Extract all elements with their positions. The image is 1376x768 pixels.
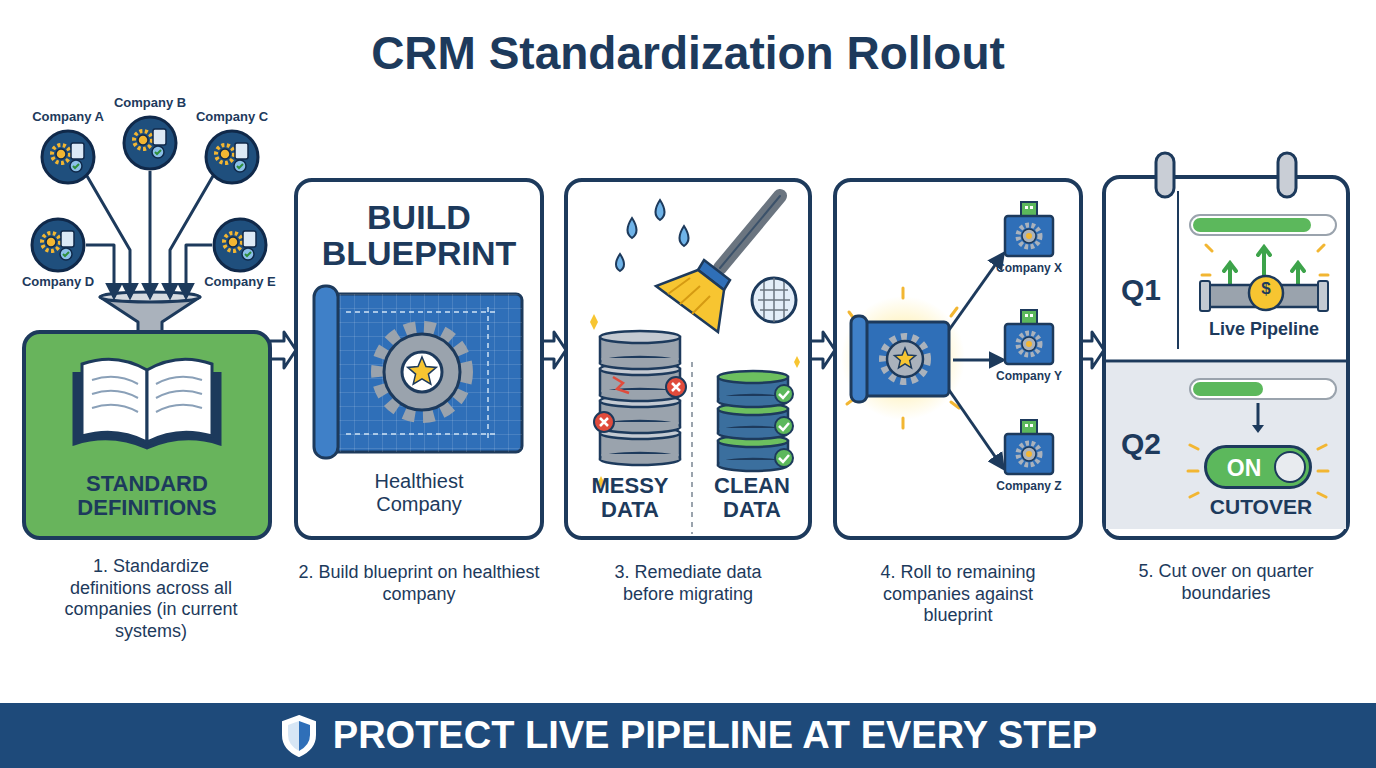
diagram-title: CRM Standardization Rollout bbox=[0, 26, 1376, 80]
step-caption: 5. Cut over on quarter boundaries bbox=[1116, 561, 1336, 604]
company-label: Company B bbox=[100, 96, 200, 111]
company-circle bbox=[204, 129, 260, 185]
merge-arrow bbox=[86, 245, 114, 297]
calendar-panel: Q1Live PipelineQ2CUTOVER5. Cut over on q… bbox=[1102, 175, 1350, 540]
company-node: Company X bbox=[983, 202, 1075, 282]
quarter-label: Q1 bbox=[1110, 273, 1172, 308]
company-icon bbox=[204, 129, 260, 185]
blueprint-icon bbox=[983, 202, 1075, 260]
shield-icon bbox=[279, 713, 319, 759]
company-node: Company D bbox=[8, 217, 108, 293]
merge-arrow bbox=[186, 245, 212, 297]
banner-text: PROTECT LIVE PIPELINE AT EVERY STEP bbox=[333, 714, 1097, 757]
coin-symbol: $ bbox=[1254, 279, 1278, 299]
company-icon bbox=[122, 115, 178, 171]
banner-band: PROTECT LIVE PIPELINE AT EVERY STEP bbox=[0, 703, 1376, 768]
company-icon bbox=[40, 129, 96, 185]
step-caption: 1. Standardize definitions across all co… bbox=[56, 556, 246, 642]
quarter-label: Q2 bbox=[1110, 427, 1172, 462]
company-circle bbox=[40, 129, 96, 185]
step-panel: STANDARD DEFINITIONS1. Standardize defin… bbox=[22, 330, 272, 540]
toggle-label: ON bbox=[1215, 455, 1273, 481]
data-label: MESSY DATA bbox=[572, 474, 688, 522]
panel-heading: STANDARD DEFINITIONS bbox=[36, 472, 258, 520]
merge-arrow bbox=[149, 171, 152, 297]
step-caption: 3. Remediate data before migrating bbox=[588, 562, 788, 605]
company-label: Company X bbox=[983, 262, 1075, 276]
step-panel: MESSY DATACLEAN DATA3. Remediate data be… bbox=[564, 178, 812, 540]
step-panel: BUILD BLUEPRINTHealthiest Company2. Buil… bbox=[294, 178, 544, 540]
blueprint-icon bbox=[983, 310, 1075, 368]
panel-heading: BUILD BLUEPRINT bbox=[306, 200, 532, 271]
company-label: Company C bbox=[182, 110, 282, 125]
step-panel: 4. Roll to remaining companies against b… bbox=[833, 178, 1083, 540]
company-label: Company E bbox=[190, 275, 290, 290]
flow-arrow bbox=[270, 332, 296, 368]
flow-arrow bbox=[542, 332, 566, 368]
panel-subtitle: Healthiest Company bbox=[354, 470, 484, 516]
company-icon bbox=[30, 217, 86, 273]
step-caption: 2. Build blueprint on healthiest company bbox=[298, 562, 540, 605]
panel-subtitle: Live Pipeline bbox=[1182, 319, 1346, 340]
company-node: Company E bbox=[190, 217, 290, 293]
data-label: CLEAN DATA bbox=[696, 474, 808, 522]
toggle-switch: ON bbox=[1204, 445, 1312, 489]
company-label: Company Z bbox=[983, 480, 1075, 494]
book-icon bbox=[26, 334, 268, 474]
company-label: Company D bbox=[8, 275, 108, 290]
company-node: Company Y bbox=[983, 310, 1075, 390]
company-circle bbox=[30, 217, 86, 273]
panel-subtitle: CUTOVER bbox=[1176, 495, 1346, 519]
company-circle bbox=[212, 217, 268, 273]
company-label: Company Y bbox=[983, 370, 1075, 384]
company-icon bbox=[212, 217, 268, 273]
company-circle bbox=[122, 115, 178, 171]
company-node: Company B bbox=[100, 96, 200, 172]
company-node: Company Z bbox=[983, 420, 1075, 500]
flow-arrow bbox=[1081, 332, 1104, 368]
company-node: Company A bbox=[18, 110, 118, 186]
company-node: Company C bbox=[182, 110, 282, 186]
blueprint-icon bbox=[983, 420, 1075, 478]
company-label: Company A bbox=[18, 110, 118, 125]
toggle-knob bbox=[1274, 451, 1306, 483]
flow-arrow bbox=[810, 332, 835, 368]
step-caption: 4. Roll to remaining companies against b… bbox=[849, 562, 1067, 627]
